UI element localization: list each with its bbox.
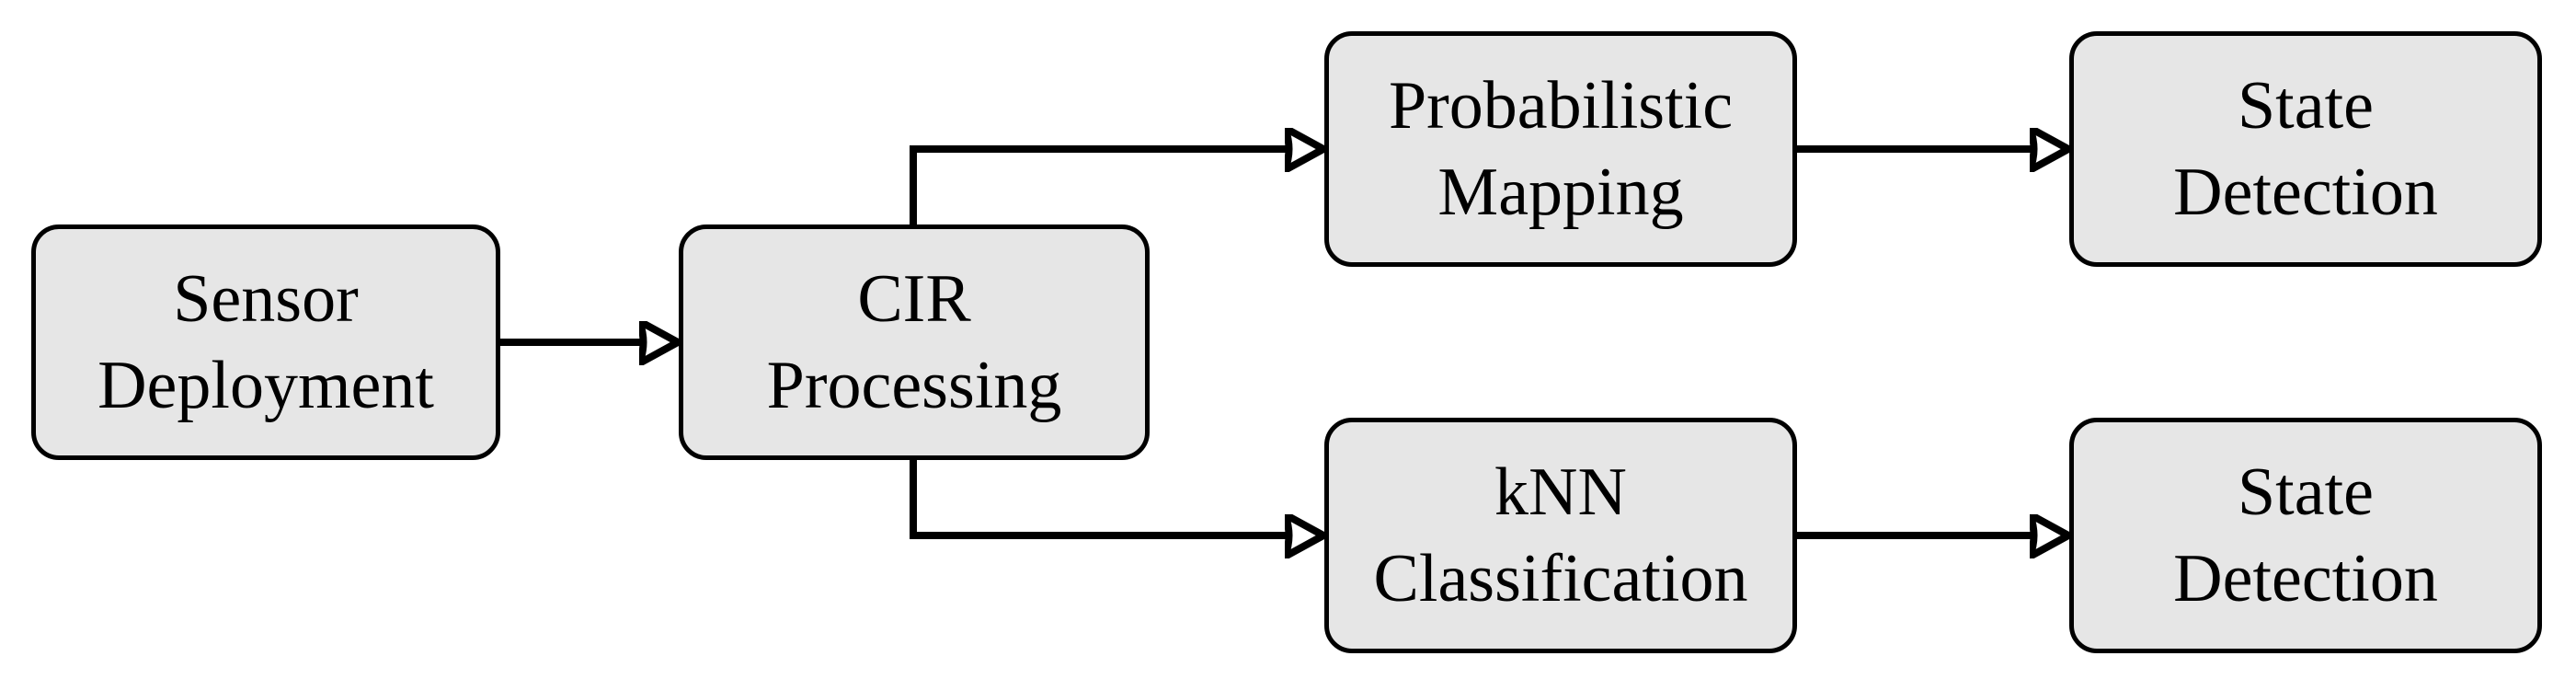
edge-cir-processing-to-knn-classification xyxy=(910,453,1286,535)
node-sensor-deployment: Sensor Deployment xyxy=(31,224,500,460)
node-probabilistic-mapping: Probabilistic Mapping xyxy=(1324,31,1797,267)
edge-cir-processing-to-probabilistic-mapping xyxy=(910,149,1286,232)
node-knn-classification: kNN Classification xyxy=(1324,418,1797,653)
node-state-detection-bottom: State Detection xyxy=(2069,418,2542,653)
node-state-detection-top: State Detection xyxy=(2069,31,2542,267)
node-cir-processing: CIR Processing xyxy=(679,224,1150,460)
